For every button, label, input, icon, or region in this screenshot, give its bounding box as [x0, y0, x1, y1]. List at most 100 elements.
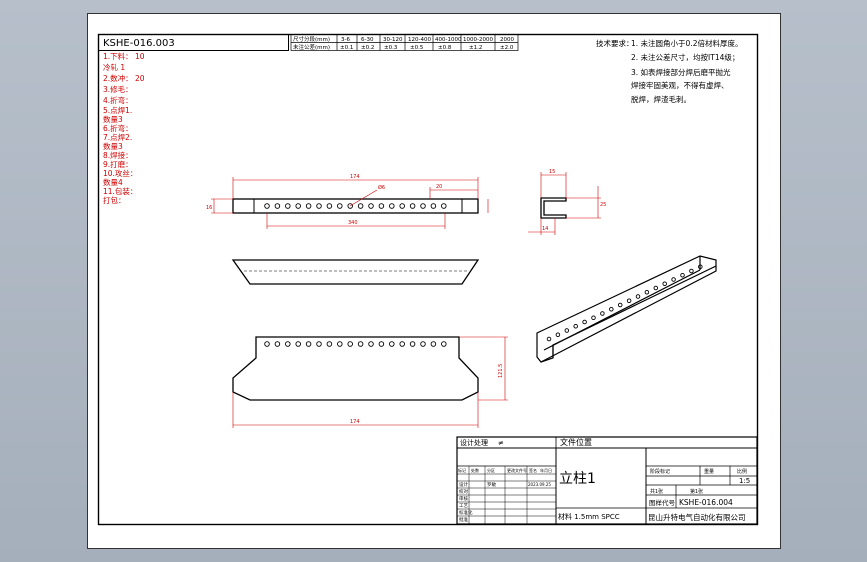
dim-front-small: 20	[436, 184, 442, 190]
flat-outline	[232, 336, 479, 401]
drawing-frame	[97, 33, 759, 526]
channel-profile	[540, 197, 567, 219]
hole	[357, 341, 364, 347]
process-note: 打包：	[103, 195, 126, 205]
dim-flat-width-text: 174	[350, 419, 360, 425]
process-note: 2.数冲： 20	[103, 73, 145, 83]
hole	[420, 203, 426, 209]
material: 材料 1.5mm SPCC	[558, 512, 620, 521]
hole	[357, 203, 364, 209]
hole	[399, 341, 405, 347]
role-label: 审核	[459, 495, 468, 502]
role-label: 批准	[459, 516, 468, 523]
hole	[274, 341, 281, 347]
hole	[420, 341, 426, 347]
process-note: 7.点焊2.	[103, 132, 132, 142]
hole	[609, 307, 614, 312]
tol-r2-c2: ±0.2	[361, 45, 374, 51]
role-label: 设计	[459, 481, 468, 488]
hole	[399, 203, 405, 209]
tolerance-row-2: 未注公差(mm) ±0.1 ±0.2 ±0.3 ±0.5 ±0.8 ±1.2 ±…	[293, 43, 514, 51]
hole	[653, 285, 659, 291]
dim-flat-height-text: 121.5	[498, 364, 504, 378]
process-note: 1.下料： 10	[103, 51, 145, 61]
process-note: 3.修毛：	[103, 84, 133, 94]
hole	[389, 203, 395, 209]
flat-pattern: 121.5 174	[232, 336, 508, 428]
isometric-view	[536, 255, 717, 363]
tech-item: 3. 如表焊接部分焊后磨平抛光	[631, 67, 731, 77]
stage-label: 阶段标记	[650, 468, 670, 475]
hole	[409, 341, 416, 347]
hole	[430, 341, 437, 347]
file-label: 文件位置	[560, 437, 592, 447]
hole	[347, 203, 353, 209]
flat-pattern-holes	[264, 341, 447, 347]
hole	[378, 203, 385, 209]
tol-r2-c5: ±0.8	[438, 45, 452, 51]
front-view-outline	[232, 198, 479, 214]
scale-label: 比例	[737, 468, 747, 475]
hole	[316, 341, 322, 347]
dim-side-bottom-text: 14	[542, 226, 548, 232]
iso-edge	[543, 269, 701, 351]
process-notes: 1.下料： 10 冷轧 1 2.数冲： 20 3.修毛： 4.折弯： 5.点焊1…	[103, 51, 145, 205]
code-box	[98, 34, 289, 51]
hole	[274, 203, 281, 209]
process-note: 4.折弯：	[103, 95, 133, 105]
side-view: 15 25 14	[528, 169, 606, 235]
hole	[573, 324, 578, 329]
role-label: 工艺	[459, 503, 468, 509]
design-date: 2023.09.25	[528, 482, 551, 487]
dim-side-width: 15	[549, 169, 555, 175]
process-note: 数量3	[103, 141, 123, 151]
dim-front-hole-dia: Ø6	[378, 184, 385, 191]
process-note: 冷轧 1	[103, 62, 125, 72]
part-name: 立柱1	[559, 471, 596, 487]
hole	[591, 315, 596, 321]
hole	[644, 290, 650, 295]
hole	[671, 277, 676, 282]
front-view: 174 20 340 Ø6 16	[206, 174, 489, 229]
dim-side-height: 25	[600, 202, 606, 208]
title-block-text: 设计处理 ≠ 文件位置 立柱1 材料 1.5mm SPCC 昆山升特电气自动化有…	[458, 437, 750, 523]
tol-r2-c4: ±0.5	[410, 45, 424, 51]
hole	[430, 203, 437, 209]
hole	[285, 341, 291, 347]
hole	[626, 298, 632, 304]
drawing-no-label: 图样代号	[649, 498, 676, 507]
hole	[698, 264, 703, 270]
hole	[264, 203, 270, 209]
sheet-label: 第1张	[690, 488, 703, 495]
hole	[316, 203, 322, 209]
tol-r1-c1: 3-6	[341, 37, 350, 43]
hole	[368, 203, 374, 209]
role-label: 校对	[459, 488, 468, 495]
dim-front-holes: 340	[348, 220, 358, 226]
hole	[378, 341, 385, 347]
rev-col: 分区	[487, 467, 495, 473]
hole	[600, 311, 605, 316]
tol-r1-c4: 120-400	[408, 37, 431, 43]
hole	[689, 268, 694, 274]
count-label: 共1张	[650, 488, 663, 495]
iso-outline-back	[536, 255, 717, 363]
hole	[441, 341, 447, 347]
drawing-no: KSHE-016.004	[679, 498, 733, 507]
hole	[285, 203, 291, 209]
process-note: 10.攻丝：	[103, 168, 137, 178]
hole	[441, 203, 447, 209]
tol-r1-c3: 30-120	[383, 37, 403, 43]
design-label: 设计处理	[460, 438, 488, 447]
trapezoid-outline	[231, 259, 480, 285]
tech-item: 1. 未注圆角小于0.2倍材料厚度。	[631, 38, 742, 48]
process-note: 11.包装：	[103, 186, 137, 196]
hole	[368, 341, 374, 347]
tol-r2-c1: ±0.1	[340, 45, 353, 51]
process-note: 6.折弯：	[103, 123, 133, 133]
hole	[662, 281, 667, 287]
tol-r1-c7: 2000	[500, 37, 514, 43]
weight-label: 重量	[704, 468, 714, 475]
hole	[337, 341, 343, 347]
hole	[305, 203, 312, 209]
